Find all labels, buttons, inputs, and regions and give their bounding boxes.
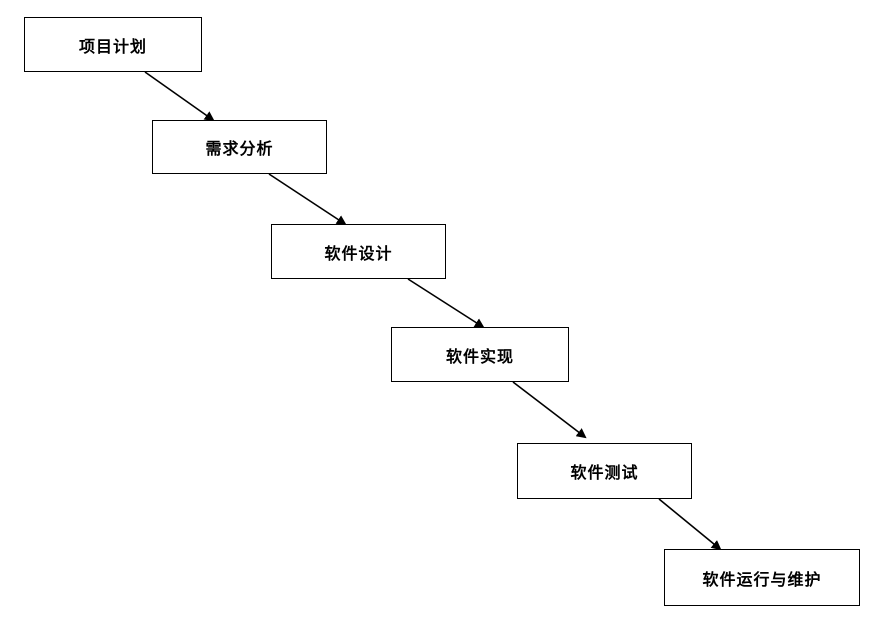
step-project-planning: 项目计划 — [24, 17, 202, 72]
arrow-5 — [658, 498, 722, 551]
step-software-design: 软件设计 — [271, 224, 446, 279]
step-software-implementation: 软件实现 — [391, 327, 569, 382]
step-software-testing: 软件测试 — [517, 443, 692, 499]
step-requirements-analysis: 需求分析 — [152, 120, 327, 174]
arrow-4 — [512, 381, 587, 439]
arrow-3 — [407, 278, 485, 329]
arrow-2 — [268, 173, 347, 226]
arrow-1 — [144, 71, 215, 122]
step-operation-maintenance: 软件运行与维护 — [664, 549, 860, 606]
